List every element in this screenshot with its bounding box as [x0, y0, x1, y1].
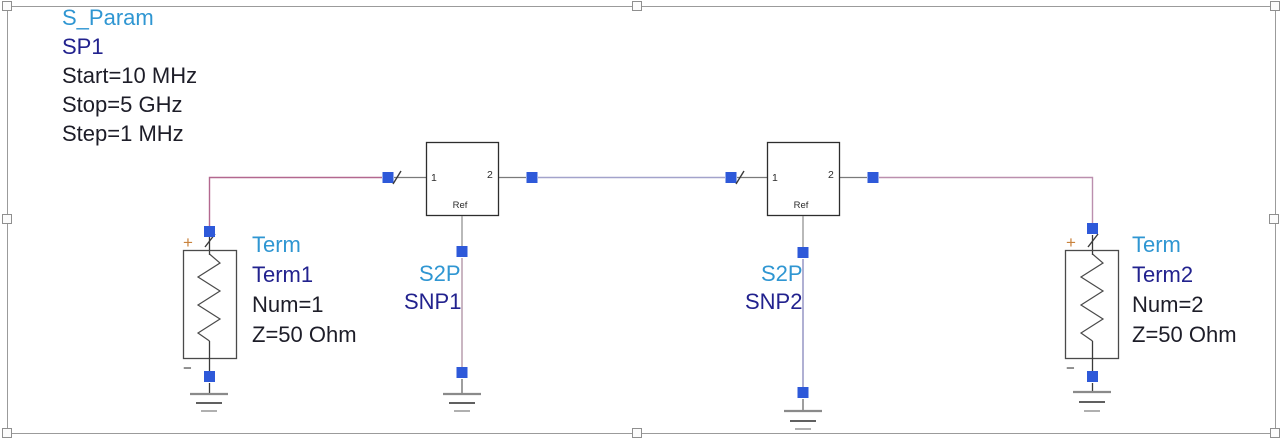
- wire-node[interactable]: [725, 172, 737, 183]
- resize-handle-bottom-right[interactable]: [1270, 428, 1280, 438]
- term2-symbol[interactable]: + −: [1064, 233, 1120, 392]
- slash-mark: [392, 170, 402, 185]
- wire-node[interactable]: [456, 246, 468, 257]
- sparam-step[interactable]: Step=1 MHz: [62, 121, 184, 146]
- wire-node[interactable]: [382, 172, 394, 183]
- wire-node[interactable]: [797, 247, 809, 258]
- wire-node[interactable]: [867, 172, 879, 183]
- sparam-controller-text[interactable]: S_Param SP1 Start=10 MHz Stop=5 GHz Step…: [62, 3, 197, 148]
- term1-name[interactable]: Term1: [252, 262, 314, 287]
- term2-plus-sign: +: [1066, 233, 1076, 252]
- term1-symbol[interactable]: + −: [182, 233, 238, 394]
- resize-handle-top-left[interactable]: [2, 1, 12, 11]
- term1-num[interactable]: Num=1: [252, 292, 324, 317]
- term2-label[interactable]: Term: [1132, 232, 1181, 257]
- wire-node[interactable]: [1087, 223, 1098, 234]
- resize-handle-bottom-left[interactable]: [2, 428, 12, 438]
- resize-handle-top-right[interactable]: [1270, 1, 1280, 11]
- term1-minus-sign: −: [183, 360, 192, 377]
- wire-node[interactable]: [204, 371, 215, 382]
- term2-name[interactable]: Term2: [1132, 262, 1194, 287]
- term1-plus-sign: +: [183, 233, 193, 252]
- term1-label[interactable]: Term: [252, 232, 301, 257]
- s2p1-symbol[interactable]: 1 2 Ref: [394, 141, 526, 247]
- wire-node[interactable]: [1087, 371, 1098, 382]
- sparam-start[interactable]: Start=10 MHz: [62, 63, 198, 88]
- wire-snp2-to-term2[interactable]: [879, 176, 1094, 224]
- term1-z[interactable]: Z=50 Ohm: [252, 322, 357, 347]
- snp1-label[interactable]: S2P: [419, 261, 461, 286]
- term2-text[interactable]: Term Term2 Num=2 Z=50 Ohm: [1132, 230, 1237, 350]
- wire-term1-to-snp1[interactable]: [208, 176, 383, 227]
- term2-num[interactable]: Num=2: [1132, 292, 1204, 317]
- term1-resistor-zigzag: [196, 253, 222, 342]
- s2p2-ref-label: Ref: [794, 200, 809, 211]
- wire-node[interactable]: [456, 367, 468, 378]
- sparam-name[interactable]: SP1: [62, 34, 104, 59]
- snp1-ground-symbol[interactable]: [443, 392, 481, 412]
- slash-mark: [735, 170, 745, 185]
- term2-ground-symbol[interactable]: [1073, 390, 1111, 412]
- term1-text[interactable]: Term Term1 Num=1 Z=50 Ohm: [252, 230, 357, 350]
- s2p2-pin2-label: 2: [828, 169, 834, 181]
- snp1-name[interactable]: SNP1: [404, 289, 462, 314]
- s2p1-ref-label: Ref: [453, 200, 468, 211]
- term2-z[interactable]: Z=50 Ohm: [1132, 322, 1237, 347]
- wire-node[interactable]: [526, 172, 538, 183]
- s2p2-symbol[interactable]: 1 2 Ref: [737, 141, 867, 248]
- s2p2-pin1-label: 1: [772, 172, 778, 184]
- term2-resistor-zigzag: [1079, 253, 1105, 342]
- snp2-name[interactable]: SNP2: [745, 289, 803, 314]
- s2p1-pin1-label: 1: [431, 172, 437, 184]
- sparam-label[interactable]: S_Param: [62, 5, 154, 30]
- term1-ground-symbol[interactable]: [190, 392, 228, 412]
- snp2-ground-symbol[interactable]: [784, 409, 822, 430]
- wire-nodes: [204, 172, 1098, 398]
- resize-handle-left-middle[interactable]: [2, 214, 12, 224]
- sparam-stop[interactable]: Stop=5 GHz: [62, 92, 183, 117]
- term2-minus-sign: −: [1066, 360, 1075, 377]
- connection-slash-marks: [392, 170, 745, 185]
- wire-node[interactable]: [204, 226, 215, 237]
- snp2-label[interactable]: S2P: [761, 261, 803, 286]
- s2p1-pin2-label: 2: [487, 169, 493, 181]
- resize-handle-bottom-middle[interactable]: [632, 428, 642, 438]
- resize-handle-top-middle[interactable]: [632, 1, 642, 11]
- resize-handle-right-middle[interactable]: [1269, 214, 1279, 224]
- wire-node[interactable]: [797, 387, 809, 398]
